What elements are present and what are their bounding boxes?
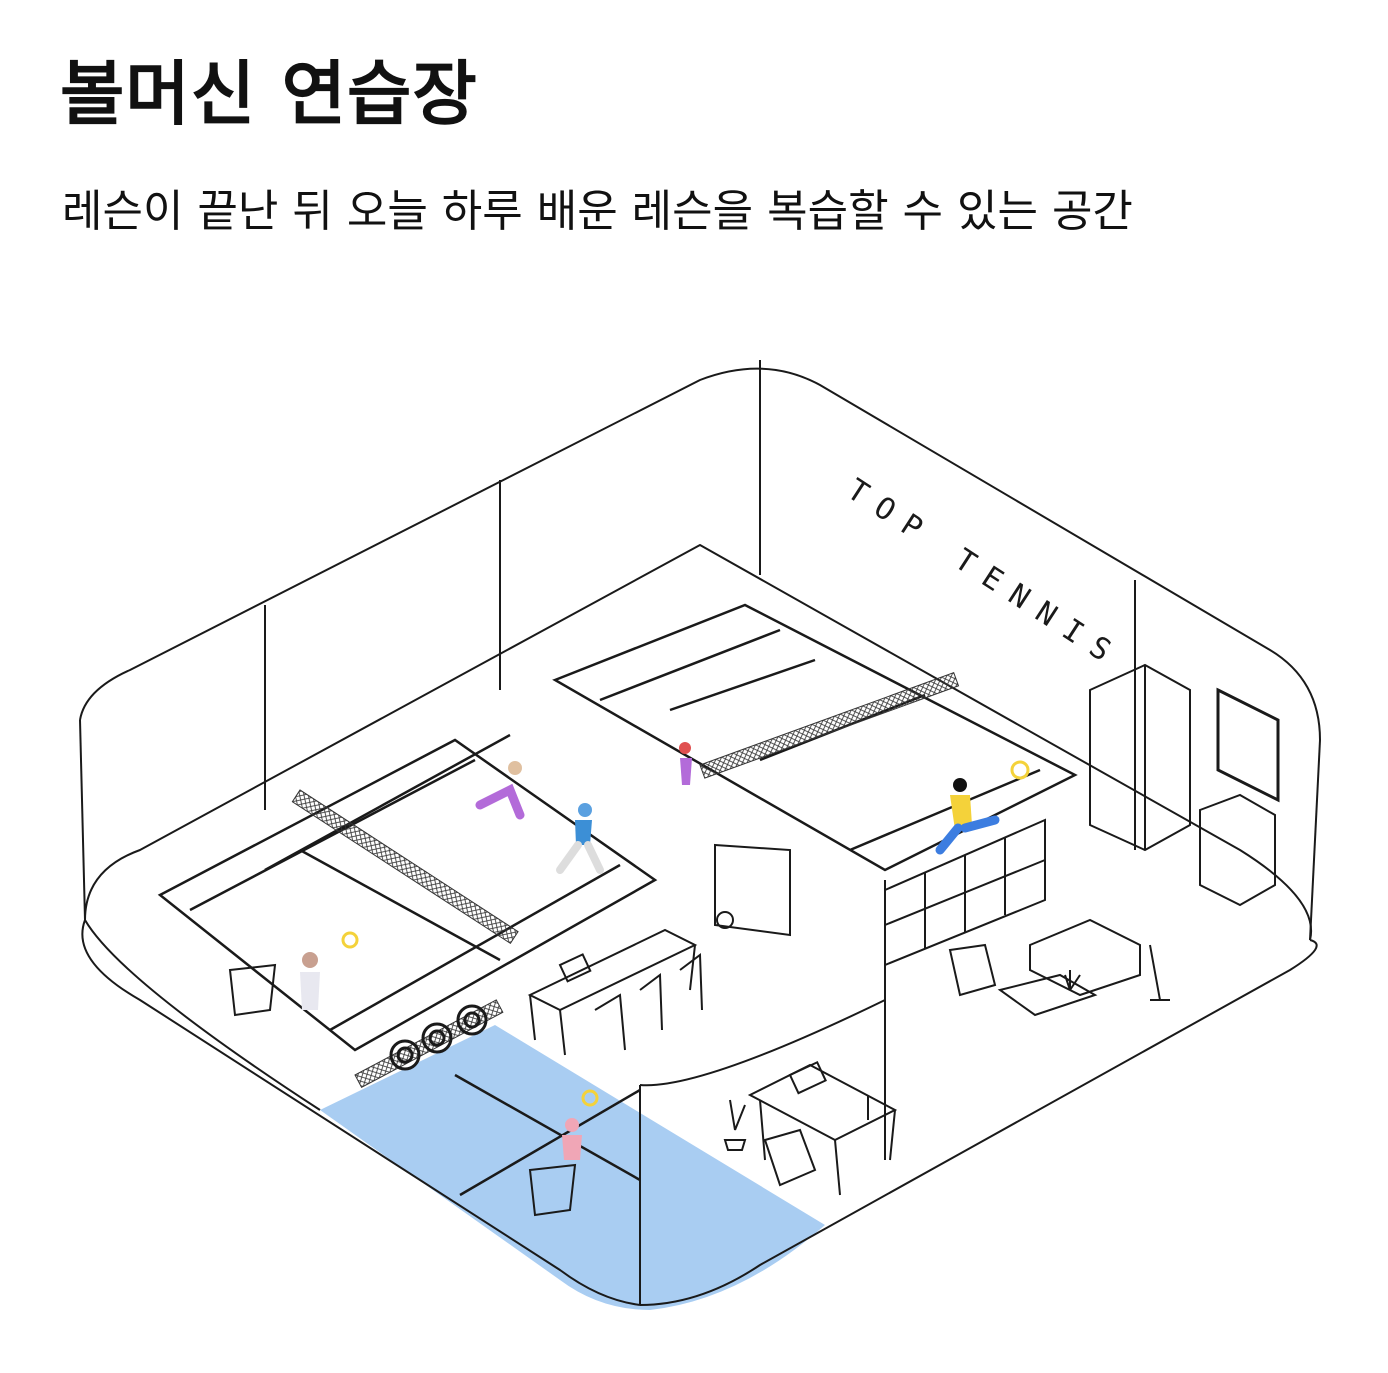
shower-icon — [1089, 663, 1191, 852]
left-court-net — [291, 789, 519, 945]
player-icon — [556, 803, 604, 874]
ball-cart-icon — [228, 963, 577, 1217]
page-subtitle: 레슨이 끝난 뒤 오늘 하루 배운 레슨을 복습할 수 있는 공간 — [62, 186, 1133, 237]
desk-icon — [527, 928, 703, 1056]
left-tennis-court — [157, 733, 658, 1052]
page-title: 볼머신 연습장 — [60, 53, 478, 135]
desk-icon — [747, 1060, 898, 1196]
building-outline — [79, 360, 1321, 1306]
sofa-icon — [948, 918, 1170, 1017]
ball-machine-icon — [389, 1004, 488, 1071]
wall-sign: TOP TENNIS — [841, 472, 1129, 676]
right-court-net — [699, 672, 960, 779]
facility-illustration: TOP TENNIS — [79, 360, 1321, 1310]
ball-cart-icon — [714, 843, 791, 937]
player-icon — [935, 760, 1030, 855]
plant-icon — [723, 970, 1081, 1151]
player-icon — [475, 761, 525, 820]
practice-area-lines — [454, 1073, 641, 1197]
player-icon — [679, 742, 692, 785]
player-icon — [300, 931, 359, 1010]
player-icon — [562, 1089, 599, 1160]
sink-icon — [1199, 793, 1276, 907]
mirror-icon — [1216, 687, 1280, 803]
locker-icon — [884, 818, 1046, 967]
highlighted-practice-area — [320, 1025, 825, 1310]
